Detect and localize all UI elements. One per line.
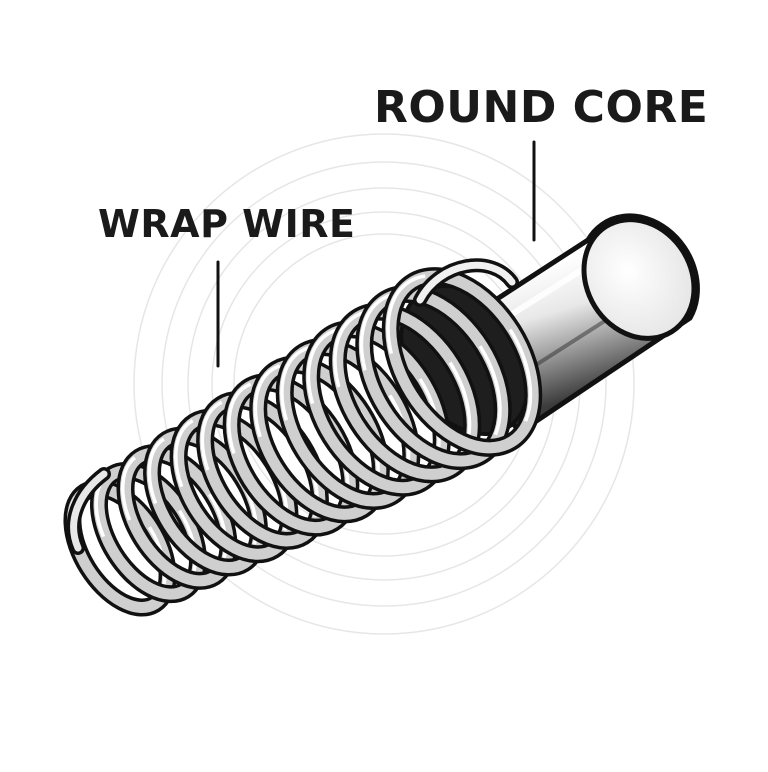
coil-turn-highlight bbox=[67, 486, 167, 609]
wrap-wire-coil bbox=[63, 267, 543, 617]
wrap-wire-label: WRAP WIRE bbox=[98, 202, 356, 246]
coil-turn-highlight bbox=[306, 326, 441, 489]
coil-turn-highlight bbox=[121, 450, 228, 582]
coil-turn-highlight bbox=[94, 468, 198, 596]
round-core-label: ROUND CORE bbox=[374, 82, 709, 133]
round-core-end-cap bbox=[581, 217, 697, 341]
coil-turn-metal bbox=[93, 465, 204, 600]
coil-turn-metal bbox=[385, 270, 539, 454]
coil-turn-highlight bbox=[333, 309, 472, 476]
coil-turn-highlight bbox=[359, 291, 502, 463]
coil-turn-metal bbox=[252, 359, 387, 520]
coil-turn-highlight bbox=[386, 273, 533, 449]
coil-turn-highlight bbox=[280, 344, 411, 503]
